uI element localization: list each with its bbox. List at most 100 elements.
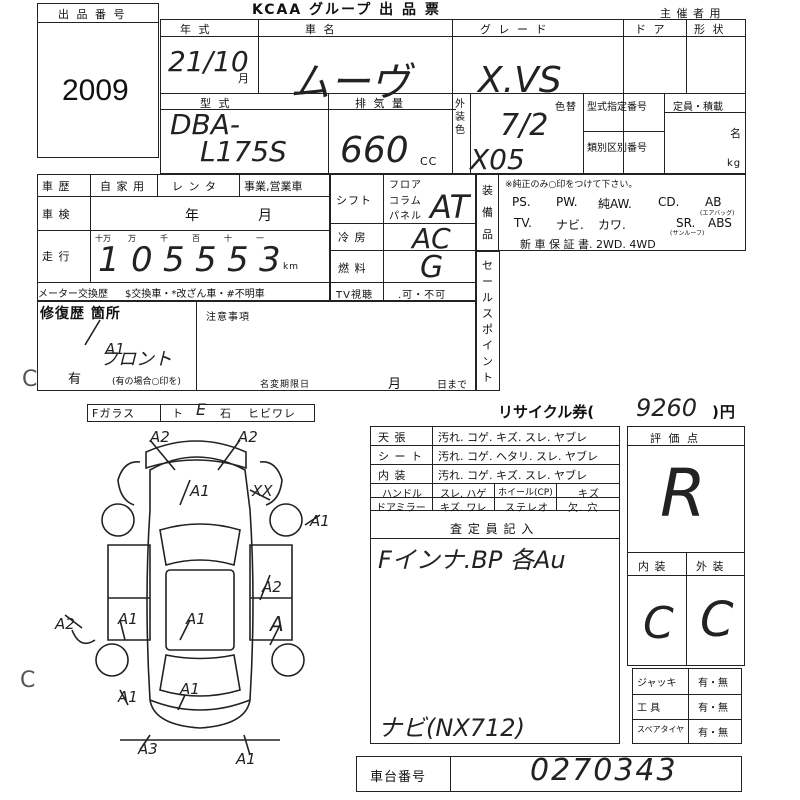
capacity-label: 定員・積載	[673, 102, 723, 113]
equipment-item-4: AB	[705, 195, 722, 209]
airbag-sub: (エアバッグ)	[700, 210, 735, 217]
equipment-item2-1: ナビ.	[556, 218, 584, 232]
damage-mark-3: XX	[252, 482, 273, 500]
mileage-unit-1: 万	[128, 234, 136, 243]
color-value: 7/2	[500, 108, 549, 143]
damage-mark-7: A1	[186, 610, 206, 628]
mileage-unit-0: 十万	[95, 234, 111, 243]
meter-swap-label: メーター交換歴	[38, 289, 108, 300]
damage-mark-12: A1	[105, 340, 125, 358]
interior-row-label-0: 天 張	[378, 431, 407, 444]
form-title: KCAA グループ 出 品 票	[252, 2, 441, 18]
spec-block	[330, 174, 476, 301]
mileage-digit-5: 3	[259, 240, 281, 280]
mileage-digit-3: 5	[195, 240, 217, 280]
punch-mark: C	[20, 668, 36, 693]
damage-mark-2: A1	[190, 482, 210, 500]
interior-row-options-0: 汚れ. コゲ. キズ. スレ. ヤブレ	[438, 431, 587, 444]
sunroof-sub: (サンルーフ)	[670, 230, 705, 237]
equipment-item2-3: SR.	[676, 216, 696, 230]
history-block	[37, 174, 330, 301]
capacity-unit-kg: kg	[727, 158, 742, 169]
inspection-year: 年	[185, 208, 200, 224]
wheel-label: ホイール(CP)	[498, 488, 553, 498]
ext-color-label: 外装色	[455, 99, 466, 136]
ac-label: 冷 房	[338, 231, 367, 244]
damage-mark-8: A	[270, 612, 284, 636]
mileage-unit-3: 百	[192, 234, 200, 243]
shape-label: 形 状	[694, 23, 726, 36]
equipment-item-1: PW.	[556, 195, 578, 209]
interior-row-options-2: 汚れ. コゲ. キズ. スレ. ヤブレ	[438, 469, 587, 482]
exterior-rating-value: C	[700, 592, 734, 648]
shift-floor: フロア	[389, 180, 422, 191]
model-value-prefix: DBA-	[170, 108, 241, 141]
stereo-label: ステレオ	[505, 503, 549, 514]
interior-row-options-1: 汚れ. コゲ. ヘタリ. スレ. ヤブレ	[438, 450, 598, 463]
year-label: 年 式	[180, 23, 212, 36]
rating-label: 評 価 点	[650, 432, 700, 445]
year-value: 21/10	[168, 45, 249, 78]
punch-mark: C	[22, 367, 38, 392]
handle-label: ハンドル	[382, 489, 422, 500]
grade-value: X.VS	[478, 60, 562, 101]
history-option-private: 自 家 用	[100, 180, 145, 193]
inspection-label: 車 検	[42, 208, 71, 221]
glass-label: Fガラス	[92, 407, 136, 420]
color-change-label: 色替	[555, 102, 577, 113]
mileage-label: 走 行	[42, 250, 71, 263]
caution-block	[196, 301, 476, 391]
mileage-unit-4: 十	[224, 234, 232, 243]
exterior-rating-label: 外 装	[696, 560, 725, 573]
class-number-label: 類別区別番号	[587, 143, 647, 154]
damage-mark-5: A2	[262, 578, 282, 596]
km-unit: km	[283, 262, 299, 272]
chassis-label: 車台番号	[370, 770, 427, 785]
interior-row-label-2: 内 装	[378, 469, 407, 482]
sales-point-block	[476, 251, 500, 391]
displacement-value: 660	[340, 130, 409, 171]
cc-unit: CC	[420, 155, 438, 168]
mileage-unit-5: 一	[256, 234, 264, 243]
equipment-line3: 新 車 保 証 書. 2WD. 4WD	[520, 238, 656, 251]
deadline-label: 名変期限日	[260, 380, 311, 390]
equipment-label: 装備品	[482, 184, 494, 241]
glass-option-stone: 石	[220, 407, 232, 420]
interior-row-label-1: シ ー ト	[378, 450, 423, 463]
shift-column: コラム	[389, 196, 422, 207]
capacity-unit-persons: 名	[730, 127, 742, 140]
mileage-digit-4: 5	[227, 240, 249, 280]
ac-value: AC	[412, 222, 451, 255]
equipment-item2-0: TV.	[514, 216, 532, 230]
damage-mark-10: A2	[55, 615, 75, 633]
tool-label-2: スペアタイヤ	[637, 725, 685, 734]
tool-label-0: ジャッキ	[637, 678, 677, 689]
interior-rating-label: 内 装	[638, 560, 667, 573]
damage-mark-1: A2	[238, 428, 258, 446]
car-name-value: ムーヴ	[290, 60, 410, 106]
mirror-options: キズ. ワレ	[440, 503, 487, 514]
history-option-business: 事業,営業車	[244, 180, 303, 193]
damage-mark-11: A1	[180, 680, 200, 698]
mileage-digit-2: 5	[163, 240, 185, 280]
tool-value-2: 有・無	[698, 728, 728, 739]
door-label: ド ア	[635, 23, 667, 36]
repair-yes: 有	[68, 372, 83, 387]
damage-mark-9: A1	[118, 688, 138, 706]
meter-swap-options: $交換車・*改ざん車・#不明車	[125, 289, 265, 300]
tool-value-1: 有・無	[698, 703, 728, 714]
model-value: L175S	[200, 135, 287, 168]
inspection-month: 月	[258, 208, 273, 224]
mileage-digit-0: 1	[98, 240, 120, 280]
color-code: X05	[470, 143, 525, 176]
equipment-item-2: 純AW.	[598, 197, 632, 211]
equipment-item-3: CD.	[658, 195, 680, 209]
equipment-item-0: PS.	[512, 195, 531, 209]
car-name-label: 車 名	[305, 23, 337, 36]
recycle-unit: )円	[712, 403, 736, 421]
model-label: 型 式	[200, 97, 232, 110]
tool-label-1: 工 具	[637, 703, 661, 714]
repair-note: (有の場合○印を)	[112, 377, 181, 387]
sales-point-label: セールスポイント	[482, 259, 494, 384]
recycle-value: 9260	[636, 394, 698, 422]
